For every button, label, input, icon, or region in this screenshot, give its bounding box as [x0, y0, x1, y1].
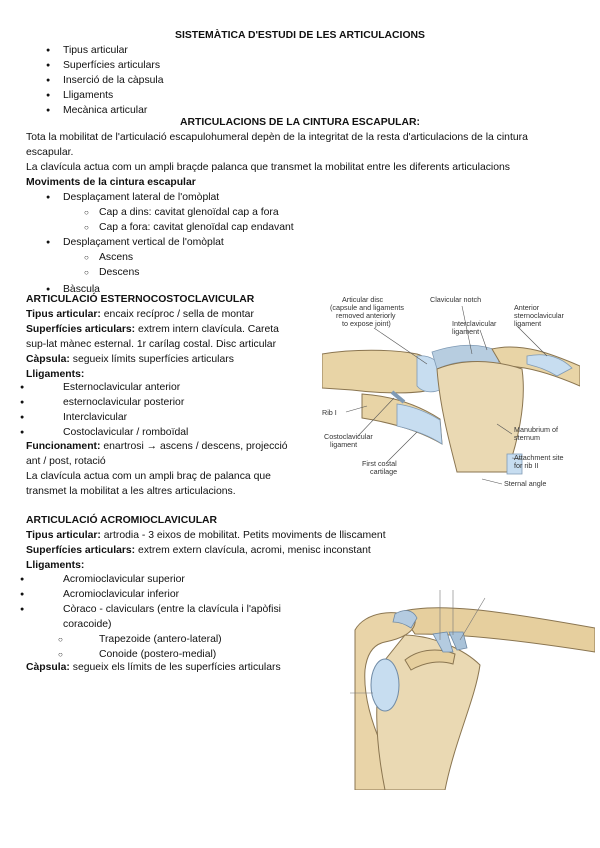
- acromio-lligaments-label: Lligaments:: [26, 560, 85, 571]
- cintura-heading: ARTICULACIONS DE LA CINTURA ESCAPULAR:: [180, 117, 420, 128]
- svg-text:for rib II: for rib II: [514, 461, 538, 470]
- lligament-item-cont: coracoide): [63, 619, 112, 630]
- esterno-tipus: Tipus articular: encaix recíproc / sella…: [26, 309, 254, 320]
- moviment-subitem: Cap a fora: cavitat glenoïdal cap endava…: [0, 220, 600, 235]
- svg-text:to expose joint): to expose joint): [342, 319, 391, 328]
- acromio-capsula: Càpsula: segueix els límits de les super…: [26, 660, 346, 675]
- acromio-capsula-line: Càpsula: segueix els límits de les super…: [26, 662, 281, 673]
- method-list: Tipus articular Superfícies articulars I…: [0, 43, 600, 118]
- fig1-label-attachment: Attachment site: [514, 453, 564, 462]
- esterno-lligaments-list: Esternoclavicular anterior esternoclavic…: [0, 380, 574, 440]
- esterno-func: Funcionament: enartrosi → ascens / desce…: [26, 441, 288, 452]
- lligament-item: Costoclavicular / romboïdal: [0, 425, 574, 440]
- esterno-note-2: transmet la mobilitat a les altres artic…: [26, 486, 236, 497]
- method-item: Mecànica articular: [0, 103, 600, 118]
- method-item: Lligaments: [0, 88, 600, 103]
- esterno-note-1: La clavícula actua com un ampli braç de …: [26, 471, 271, 482]
- lligament-item: Acromioclavicular superior: [0, 572, 574, 587]
- acromio-lligaments-list: Acromioclavicular superior Acromioclavic…: [0, 572, 574, 662]
- lligament-item: Interclavicular: [0, 410, 574, 425]
- cintura-intro-1: Tota la mobilitat de l'articulació escap…: [26, 132, 528, 143]
- moviment-subitem: Ascens: [0, 250, 600, 265]
- esterno-section: ARTICULACIÓ ESTERNOCOSTOCLAVICULAR Tipus…: [26, 292, 326, 382]
- cintura-intro-1b: escapular.: [26, 147, 74, 158]
- esterno-superficies-2: sup-lat mànec esternal. 1r carílag costa…: [26, 339, 277, 350]
- fig1-label-manubrium: Manubrium of: [514, 425, 558, 434]
- method-item: Tipus articular: [0, 43, 600, 58]
- esterno-capsula: Càpsula: segueix límits superfícies arti…: [26, 354, 234, 365]
- moviment-item: Bàscula: [0, 282, 600, 297]
- acromio-tipus: Tipus articular: artrodia - 3 eixos de m…: [26, 530, 386, 541]
- moviment-item: Desplaçament lateral de l'omòplat: [0, 190, 600, 205]
- fig1-label-clavicular-notch: Clavicular notch: [430, 295, 481, 304]
- svg-text:ligament: ligament: [330, 440, 357, 449]
- lligament-item: esternoclavicular posterior: [0, 395, 574, 410]
- cintura-intro-2: La clavícula actua com un ampli braçde p…: [26, 162, 510, 173]
- svg-text:(capsule and ligaments: (capsule and ligaments: [330, 303, 404, 312]
- acromio-heading: ARTICULACIÓ ACROMIOCLAVICULAR: [26, 515, 218, 526]
- acromioclavicular-figure: [350, 590, 595, 790]
- svg-text:sternoclavicular: sternoclavicular: [514, 311, 565, 320]
- moviments-label: Moviments de la cintura escapular: [26, 177, 196, 188]
- esterno-superficies: Superfícies articulars: extrem intern cl…: [26, 324, 279, 335]
- svg-text:ligament: ligament: [514, 319, 541, 328]
- sternoclavicular-figure: Articular disc (capsule and ligaments re…: [322, 295, 580, 488]
- svg-text:removed anteriorly: removed anteriorly: [336, 311, 396, 320]
- svg-text:ligament: ligament: [452, 327, 479, 336]
- intro-section: SISTEMÀTICA D'ESTUDI DE LES ARTICULACION…: [0, 28, 600, 118]
- moviments-list: Desplaçament lateral de l'omòplat Cap a …: [0, 190, 600, 297]
- esterno-func-2: ant / post, rotació: [26, 456, 106, 467]
- svg-text:cartilage: cartilage: [370, 467, 397, 476]
- fig1-label-rib: Rib I: [322, 408, 337, 417]
- cintura-section: ARTICULACIONS DE LA CINTURA ESCAPULAR: T…: [0, 115, 600, 297]
- lligament-item: Esternoclavicular anterior: [0, 380, 574, 395]
- lligament-item: Acromioclavicular inferior: [0, 587, 574, 602]
- moviment-subitem: Cap a dins: cavitat glenoïdal cap a fora: [0, 205, 600, 220]
- fig1-label-costoclavicular: Costoclavicular: [324, 432, 373, 441]
- esterno-funcionament: Funcionament: enartrosi → ascens / desce…: [26, 439, 326, 499]
- lligament-subitem: Conoide (postero-medial): [0, 647, 574, 662]
- esterno-heading: ARTICULACIÓ ESTERNOCOSTOCLAVICULAR: [26, 294, 255, 305]
- fig1-label-interclavicular: Interclavicular: [452, 319, 497, 328]
- acromio-superficies: Superfícies articulars: extrem extern cl…: [26, 545, 371, 556]
- moviment-item: Desplaçament vertical de l'omòplat: [0, 235, 600, 250]
- fig1-label-sternal-angle: Sternal angle: [504, 479, 546, 488]
- moviment-subitem: Descens: [0, 265, 600, 280]
- method-item: Superfícies articulars: [0, 58, 600, 73]
- lligament-item: Còraco - claviculars (entre la clavícula…: [0, 602, 574, 617]
- lligament-subitem: Trapezoide (antero-lateral): [0, 632, 574, 647]
- fig1-label-articular-disc: Articular disc: [342, 295, 384, 304]
- fig1-label-anterior-scl: Anterior: [514, 303, 540, 312]
- svg-text:sternum: sternum: [514, 433, 540, 442]
- method-item: Inserció de la càpsula: [0, 73, 600, 88]
- page-title: SISTEMÀTICA D'ESTUDI DE LES ARTICULACION…: [175, 30, 425, 41]
- acromio-section: ARTICULACIÓ ACROMIOCLAVICULAR Tipus arti…: [26, 513, 446, 573]
- fig1-label-first-costal: First costal: [362, 459, 397, 468]
- esterno-lligaments-label: Lligaments:: [26, 369, 85, 380]
